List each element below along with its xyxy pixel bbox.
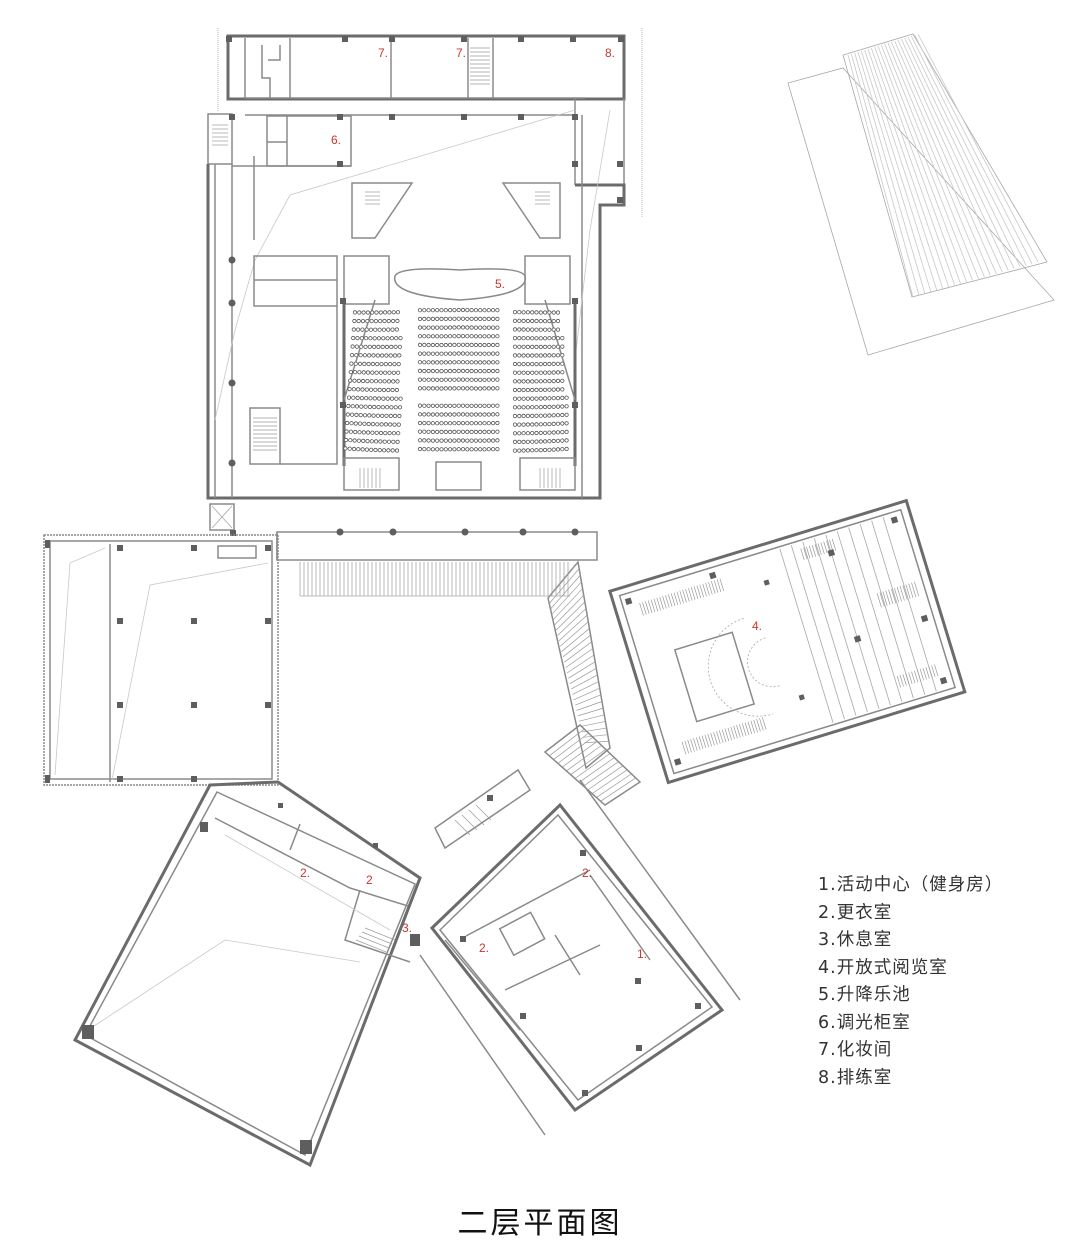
room-label-2a: 2. bbox=[300, 866, 310, 880]
legend-item-2: 2.更衣室 bbox=[818, 902, 893, 923]
auditorium-seating bbox=[343, 307, 569, 453]
room-label-1: 1. bbox=[637, 947, 647, 961]
room-label-3: 3. bbox=[402, 921, 412, 935]
room-label-2b: 2 bbox=[366, 873, 373, 887]
legend-item-1: 1.活动中心（健身房） bbox=[818, 875, 1004, 895]
legend: 1.活动中心（健身房） 2.更衣室 3.休息室 4.开放式阅览室 5.升降乐池 … bbox=[818, 872, 1003, 1092]
drawing-title: 二层平面图 bbox=[457, 1206, 623, 1241]
room-label-4: 4. bbox=[752, 619, 762, 633]
activity-center-block: 2. 2. 1. bbox=[419, 768, 741, 1136]
legend-item-4: 4.开放式阅览室 bbox=[818, 957, 948, 978]
legend-item-5: 5.升降乐池 bbox=[818, 985, 911, 1005]
reading-room-block bbox=[607, 498, 967, 785]
roof-canopy-outline bbox=[787, 33, 1055, 356]
changing-block-left: 2. 2 3. bbox=[72, 780, 422, 1168]
legend-item-6: 6.调光柜室 bbox=[818, 1012, 911, 1033]
theater-block: 7. 7. 8. 6. 5. bbox=[206, 28, 643, 597]
room-label-6: 6. bbox=[331, 133, 341, 147]
room-label-2d: 2. bbox=[479, 941, 489, 955]
room-label-2c: 2. bbox=[582, 866, 592, 880]
legend-item-8: 8.排练室 bbox=[818, 1067, 893, 1088]
room-label-8: 8. bbox=[605, 46, 615, 60]
legend-item-7: 7.化妆间 bbox=[818, 1040, 893, 1060]
room-label-5: 5. bbox=[495, 277, 505, 291]
room-label-7b: 7. bbox=[456, 46, 466, 60]
room-label-7a: 7. bbox=[378, 46, 388, 60]
legend-item-3: 3.休息室 bbox=[818, 930, 893, 950]
left-hall-block bbox=[43, 534, 279, 786]
